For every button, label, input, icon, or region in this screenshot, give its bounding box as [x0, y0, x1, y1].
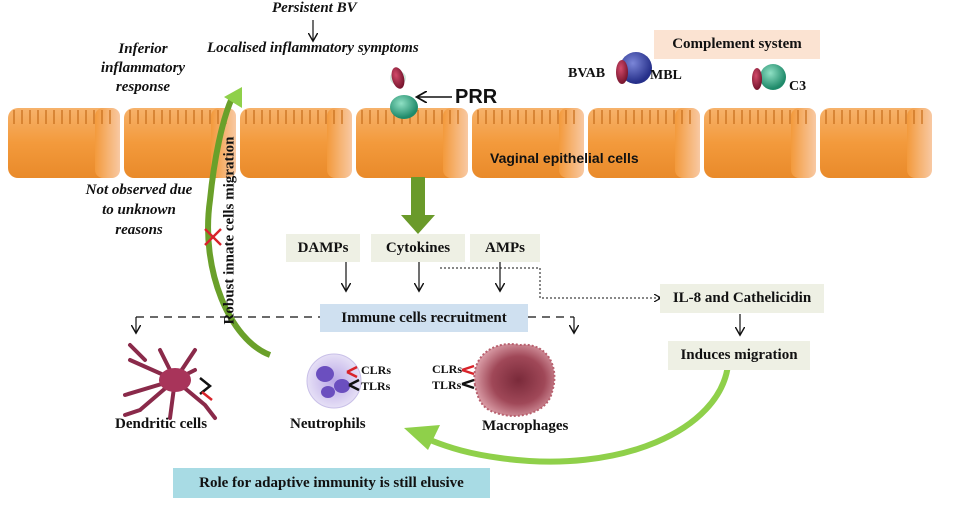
tlrs-macrophage-label: TLRs [432, 378, 462, 392]
localised-symptoms-label: Localised inflammatory symptoms [207, 40, 419, 56]
clrs-macrophage-label: CLRs [432, 362, 463, 376]
epithelium-layer [8, 108, 932, 178]
immune-recruitment-box: Immune cells recruitment [320, 304, 528, 332]
macrophage-icon [461, 343, 556, 417]
inferior-response-label: Inferior inflammatory response [100, 41, 186, 95]
adaptive-immunity-box: Role for adaptive immunity is still elus… [173, 468, 490, 498]
il8-box: IL-8 and Cathelicidin [660, 284, 824, 313]
neutrophil-icon [306, 353, 362, 409]
robust-migration-arrow [205, 96, 272, 358]
not-observed-label: Not observed due to unknown reasons [85, 182, 193, 238]
cytokines-box: Cytokines [371, 234, 465, 262]
neutrophils-label: Neutrophils [290, 416, 366, 432]
mbl-label: MBL [650, 68, 682, 83]
amps-box: AMPs [470, 234, 540, 262]
persistent-bv-label: Persistent BV [272, 0, 357, 16]
migration-curve-arrow [428, 364, 731, 465]
bvab-label: BVAB [568, 66, 606, 81]
vaginal-epithelial-label: Vaginal epithelial cells [490, 150, 639, 166]
c3-complex [752, 64, 786, 90]
damps-box: DAMPs [286, 234, 360, 262]
blocked-x-icon [204, 228, 222, 246]
dendritic-cells-label: Dendritic cells [115, 416, 208, 432]
robust-migration-label: Robust innate cells migration [221, 136, 238, 325]
prr-receptor [390, 67, 452, 119]
macrophages-label: Macrophages [482, 418, 569, 434]
amps-to-il8-connector [440, 267, 660, 298]
complement-system-box: Complement system [654, 30, 820, 59]
bvab-mbl-complex [616, 52, 652, 84]
induces-migration-box: Induces migration [668, 341, 810, 370]
tlrs-neutrophil-label: TLRs [361, 379, 391, 393]
signal-down-arrow [401, 177, 435, 234]
clrs-neutrophil-label: CLRs [361, 363, 392, 377]
prr-label: PRR [455, 86, 498, 108]
c3-label: C3 [789, 79, 807, 94]
